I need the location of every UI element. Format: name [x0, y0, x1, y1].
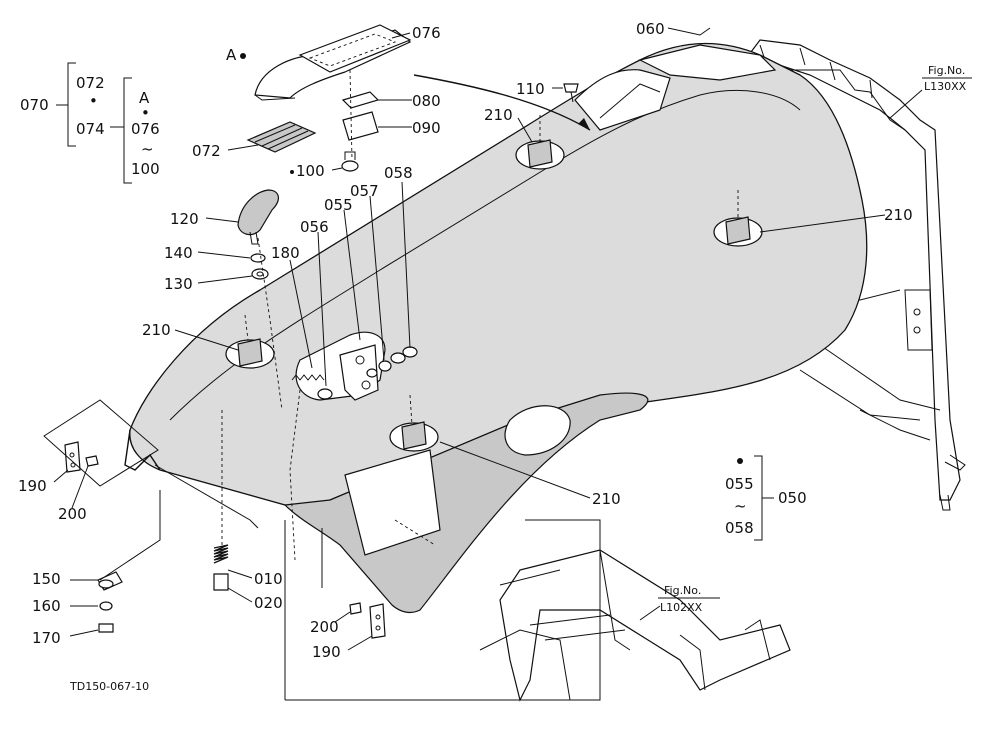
label-072: 072: [192, 142, 221, 160]
group-070-sub-dot: •: [141, 104, 150, 122]
mat-072: [246, 121, 317, 153]
rear-frame-bracket: [743, 39, 966, 511]
label-210-top: 210: [484, 106, 513, 124]
nut-100: [341, 151, 359, 172]
washer-130: [251, 268, 269, 280]
bonnet-hood: [124, 42, 868, 614]
group-070-bottom: 074: [76, 120, 105, 138]
group-050-to: 058: [725, 519, 754, 537]
cushion-210-a: [515, 139, 565, 170]
cushion-210-b: [713, 216, 763, 247]
figure-reference-l102xx: Fig.No. L102XX: [658, 584, 720, 614]
label-170: 170: [32, 629, 61, 647]
part-labels: 076 A 060 110 080 090 072 100 210 210 21…: [18, 20, 913, 661]
group-070-sub-tilde: ~: [141, 140, 154, 158]
figref-1-line2: L130XX: [924, 80, 967, 93]
figref-2-line1: Fig.No.: [664, 584, 701, 597]
group-070-sub-to: 100: [131, 160, 160, 178]
group-070-top: 072: [76, 74, 105, 92]
group-070-sub-a: A: [139, 89, 150, 107]
group-070: 070 072 • 074 A • 076 ~ 100: [20, 74, 160, 178]
figure-reference-l130xx: Fig.No. L130XX: [922, 64, 972, 93]
label-200-left: 200: [58, 505, 87, 523]
group-050-label: 050: [778, 489, 807, 507]
label-190-left: 190: [18, 477, 47, 495]
spring-180: [291, 374, 325, 381]
lower-chassis: [479, 549, 791, 702]
bolt-200-a: [85, 455, 99, 467]
washer-140: [250, 253, 266, 263]
group-050: 055 ~ 058 050: [725, 475, 807, 537]
figref-2-line2: L102XX: [660, 601, 703, 614]
label-090: 090: [412, 119, 441, 137]
group-070-sub-from: 076: [131, 120, 160, 138]
label-080: 080: [412, 92, 441, 110]
cushion-210-d: [389, 421, 439, 452]
label-210-left: 210: [142, 321, 171, 339]
ring-056: [317, 388, 333, 400]
leader-lines: [43, 27, 923, 701]
label-076: 076: [412, 24, 441, 42]
label-120: 120: [170, 210, 199, 228]
label-140: 140: [164, 244, 193, 262]
label-110: 110: [516, 80, 545, 98]
cushion-210-c: [225, 338, 275, 369]
label-210-bottom: 210: [592, 490, 621, 508]
label-190-right: 190: [312, 643, 341, 661]
label-060: 060: [636, 20, 665, 38]
group-070-dot: •: [89, 92, 98, 110]
washer-160: [99, 601, 113, 611]
group-070-label: 070: [20, 96, 49, 114]
group-050-tilde: ~: [734, 497, 747, 515]
label-010: 010: [254, 570, 283, 588]
rubber-cushion-parts: [225, 139, 763, 452]
label-020: 020: [254, 594, 283, 612]
label-056: 056: [300, 218, 329, 236]
label-055: 055: [324, 196, 353, 214]
label-180: 180: [271, 244, 300, 262]
label-057: 057: [350, 182, 379, 200]
bolt-110: [563, 83, 579, 103]
label-058: 058: [384, 164, 413, 182]
bolt-200-b: [349, 602, 362, 615]
label-210-right: 210: [884, 206, 913, 224]
spring-010: [213, 544, 229, 564]
clamp-190-b: [369, 603, 386, 639]
plate-090: [342, 111, 379, 141]
label-130: 130: [164, 275, 193, 293]
drawing-code: TD150-067-10: [69, 680, 149, 693]
label-view-a: A: [226, 46, 237, 64]
label-100: 100: [296, 162, 325, 180]
stopper-020: [213, 573, 229, 591]
cover-plate-076: [254, 24, 412, 101]
figref-1-line1: Fig.No.: [928, 64, 965, 77]
label-160: 160: [32, 597, 61, 615]
nut-170: [98, 623, 114, 633]
label-200-right: 200: [310, 618, 339, 636]
group-050-from: 055: [725, 475, 754, 493]
latch-handle-120: [237, 189, 279, 245]
hinge-150: [97, 571, 123, 591]
clip-080: [341, 91, 380, 109]
label-150: 150: [32, 570, 61, 588]
